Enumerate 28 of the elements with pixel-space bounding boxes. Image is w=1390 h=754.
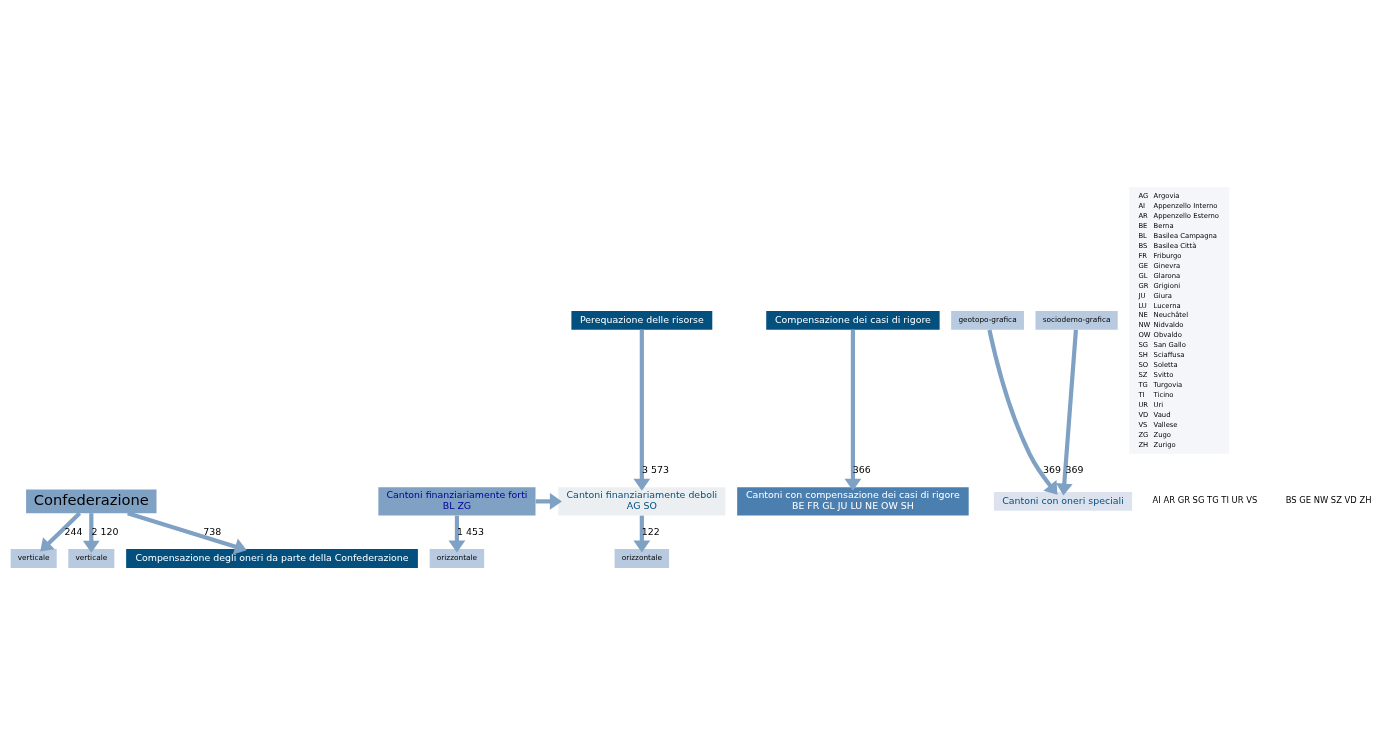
node-box: Perequazione delle risorse	[571, 310, 713, 330]
node-box: Cantoni finanziariamente deboli AG SO	[558, 486, 726, 515]
edge-label: 366	[852, 463, 871, 475]
edge-label: 738	[203, 525, 222, 537]
arrow	[844, 329, 862, 491]
edge-label: 369	[1042, 463, 1061, 475]
arrow	[633, 329, 651, 491]
node-box: Cantoni finanziariamente forti BL ZG	[378, 486, 536, 515]
arrow	[448, 515, 466, 553]
label: AI AR GR SG TG TI UR VS	[1152, 494, 1258, 505]
node-box: Compensazione dei casi di rigore	[766, 310, 940, 330]
node-box: Cantoni con oneri speciali	[993, 491, 1133, 511]
arrow	[987, 329, 1058, 495]
edge-label: 369	[1065, 463, 1084, 475]
arrow	[40, 511, 82, 552]
node-box: Cantoni con compensazione dei casi di rigore BE FR GL JU LU NE OW SH	[737, 486, 969, 515]
edge-label: 244	[64, 525, 83, 537]
edge-label: 3 573	[641, 463, 669, 475]
edge-label: 2 120	[91, 525, 119, 537]
node-box: Confederazione	[26, 489, 157, 513]
arrow	[82, 512, 100, 553]
edge-label: 122	[641, 525, 660, 537]
arrow	[633, 515, 651, 553]
node-box: Compensazione degli oneri da parte della Confederazione	[126, 548, 418, 568]
arrow	[127, 510, 247, 555]
arrow	[1055, 329, 1078, 496]
label: BS GE NW SZ VD ZH	[1285, 494, 1372, 505]
edge-label: 1 453	[457, 525, 485, 537]
